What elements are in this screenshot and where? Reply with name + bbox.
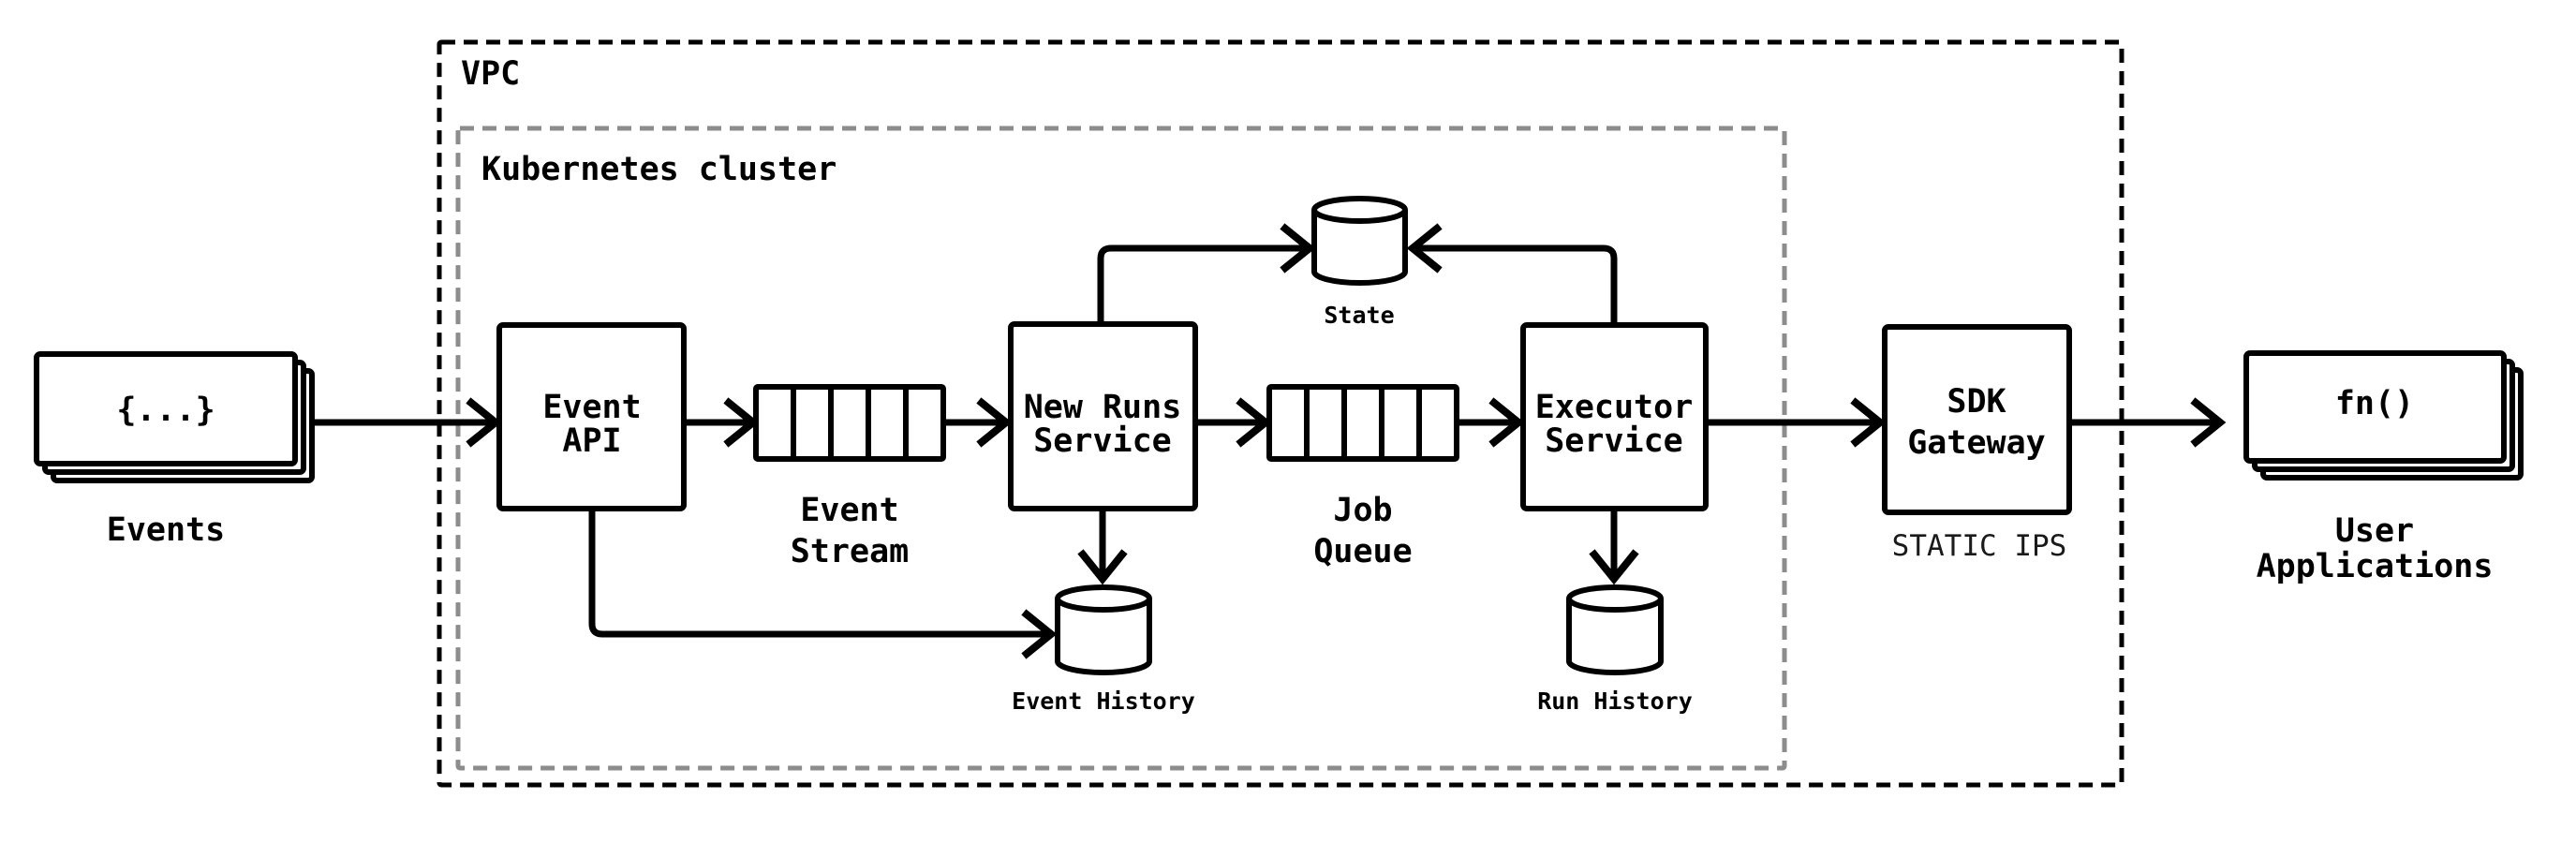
event-stream-node: Event Stream (753, 384, 946, 570)
events-symbol: {...} (116, 392, 215, 429)
executor-service-box (1520, 322, 1709, 511)
arrowhead-sdk-gateway-to-user-apps (2190, 397, 2227, 448)
user-apps-label-line1: User (2335, 512, 2414, 550)
event-stream-label-line1: Event (800, 492, 898, 529)
event-history-database-top (1055, 584, 1152, 613)
sdk-gateway-box (1882, 324, 2072, 515)
vpc-container: VPC (437, 39, 2124, 788)
connectors (314, 223, 2227, 659)
event-api-node: Event API (496, 322, 687, 511)
user-apps-symbol: fn() (2335, 385, 2414, 422)
events-label: Events (107, 511, 225, 549)
event-stream-queue-icon (753, 384, 946, 462)
events-node: {...} Events (34, 351, 315, 549)
run-history-label: Run History (1537, 688, 1693, 715)
event-api-label-line2: API (562, 422, 621, 460)
new-runs-service-node: New Runs Service (1008, 321, 1198, 511)
sdk-gateway-label-line1: SDK (1947, 383, 2006, 421)
job-queue-label-line2: Queue (1313, 533, 1412, 570)
state-database-top (1311, 196, 1408, 224)
state-database-icon (1311, 210, 1408, 286)
run-history-database-top (1566, 584, 1664, 613)
run-history-node: Run History (1537, 584, 1693, 715)
arrow-event-api-to-event-history (588, 509, 1049, 638)
job-queue-icon (1266, 384, 1459, 462)
executor-service-node: Executor Service (1520, 322, 1709, 511)
arrowhead-executor-to-sdk-gateway (1850, 397, 1887, 448)
user-apps-label-line2: Applications (2257, 548, 2494, 585)
arrowhead-job-queue-to-executor (1488, 397, 1525, 448)
user-apps-stack-icon (2243, 350, 2507, 464)
arrowhead-new-runs-to-job-queue (1236, 397, 1272, 448)
arrowhead-executor-to-run-history (1589, 549, 1639, 585)
executor-service-label-line2: Service (1545, 422, 1683, 460)
event-history-database-icon (1055, 599, 1152, 675)
arrowhead-new-runs-to-event-history (1077, 549, 1128, 585)
executor-service-label-line1: Executor (1535, 389, 1694, 426)
arrowhead-event-stream-to-new-runs (976, 397, 1013, 448)
event-history-node: Event History (1012, 584, 1195, 715)
sdk-gateway-caption: STATIC IPS (1892, 529, 2067, 563)
state-node: State (1311, 196, 1408, 329)
new-runs-service-label-line1: New Runs (1024, 389, 1182, 426)
job-queue-label-line1: Job (1333, 492, 1392, 529)
arrowhead-executor-to-state (1406, 223, 1443, 274)
arrowhead-event-api-to-event-history (1021, 609, 1058, 659)
job-queue-cells (1304, 387, 1422, 459)
new-runs-service-box (1008, 321, 1198, 511)
vpc-border (437, 39, 2124, 788)
events-stack-icon (34, 351, 298, 466)
state-label: State (1324, 302, 1394, 329)
user-applications-node: fn() User Applications (2243, 350, 2524, 585)
event-stream-label-line2: Stream (791, 533, 909, 570)
event-api-label-line1: Event (542, 389, 641, 426)
arrowhead-new-runs-to-state (1280, 223, 1316, 274)
event-history-label: Event History (1012, 688, 1195, 715)
vpc-label: VPC (461, 55, 520, 93)
event-stream-queue-cells (791, 387, 909, 459)
new-runs-service-label-line2: Service (1033, 422, 1172, 460)
kubernetes-cluster-border (455, 126, 1787, 771)
arrow-executor-to-state (1414, 244, 1618, 325)
sdk-gateway-label-line2: Gateway (1907, 424, 2046, 462)
job-queue-node: Job Queue (1266, 384, 1459, 570)
kubernetes-cluster-container: Kubernetes cluster (455, 126, 1787, 771)
run-history-database-icon (1566, 599, 1664, 675)
event-api-box (496, 322, 687, 511)
arrowhead-events-to-event-api (466, 397, 502, 448)
sdk-gateway-node: SDK Gateway STATIC IPS (1882, 324, 2072, 563)
kubernetes-cluster-label: Kubernetes cluster (481, 151, 836, 188)
arrow-new-runs-to-state (1097, 244, 1308, 324)
